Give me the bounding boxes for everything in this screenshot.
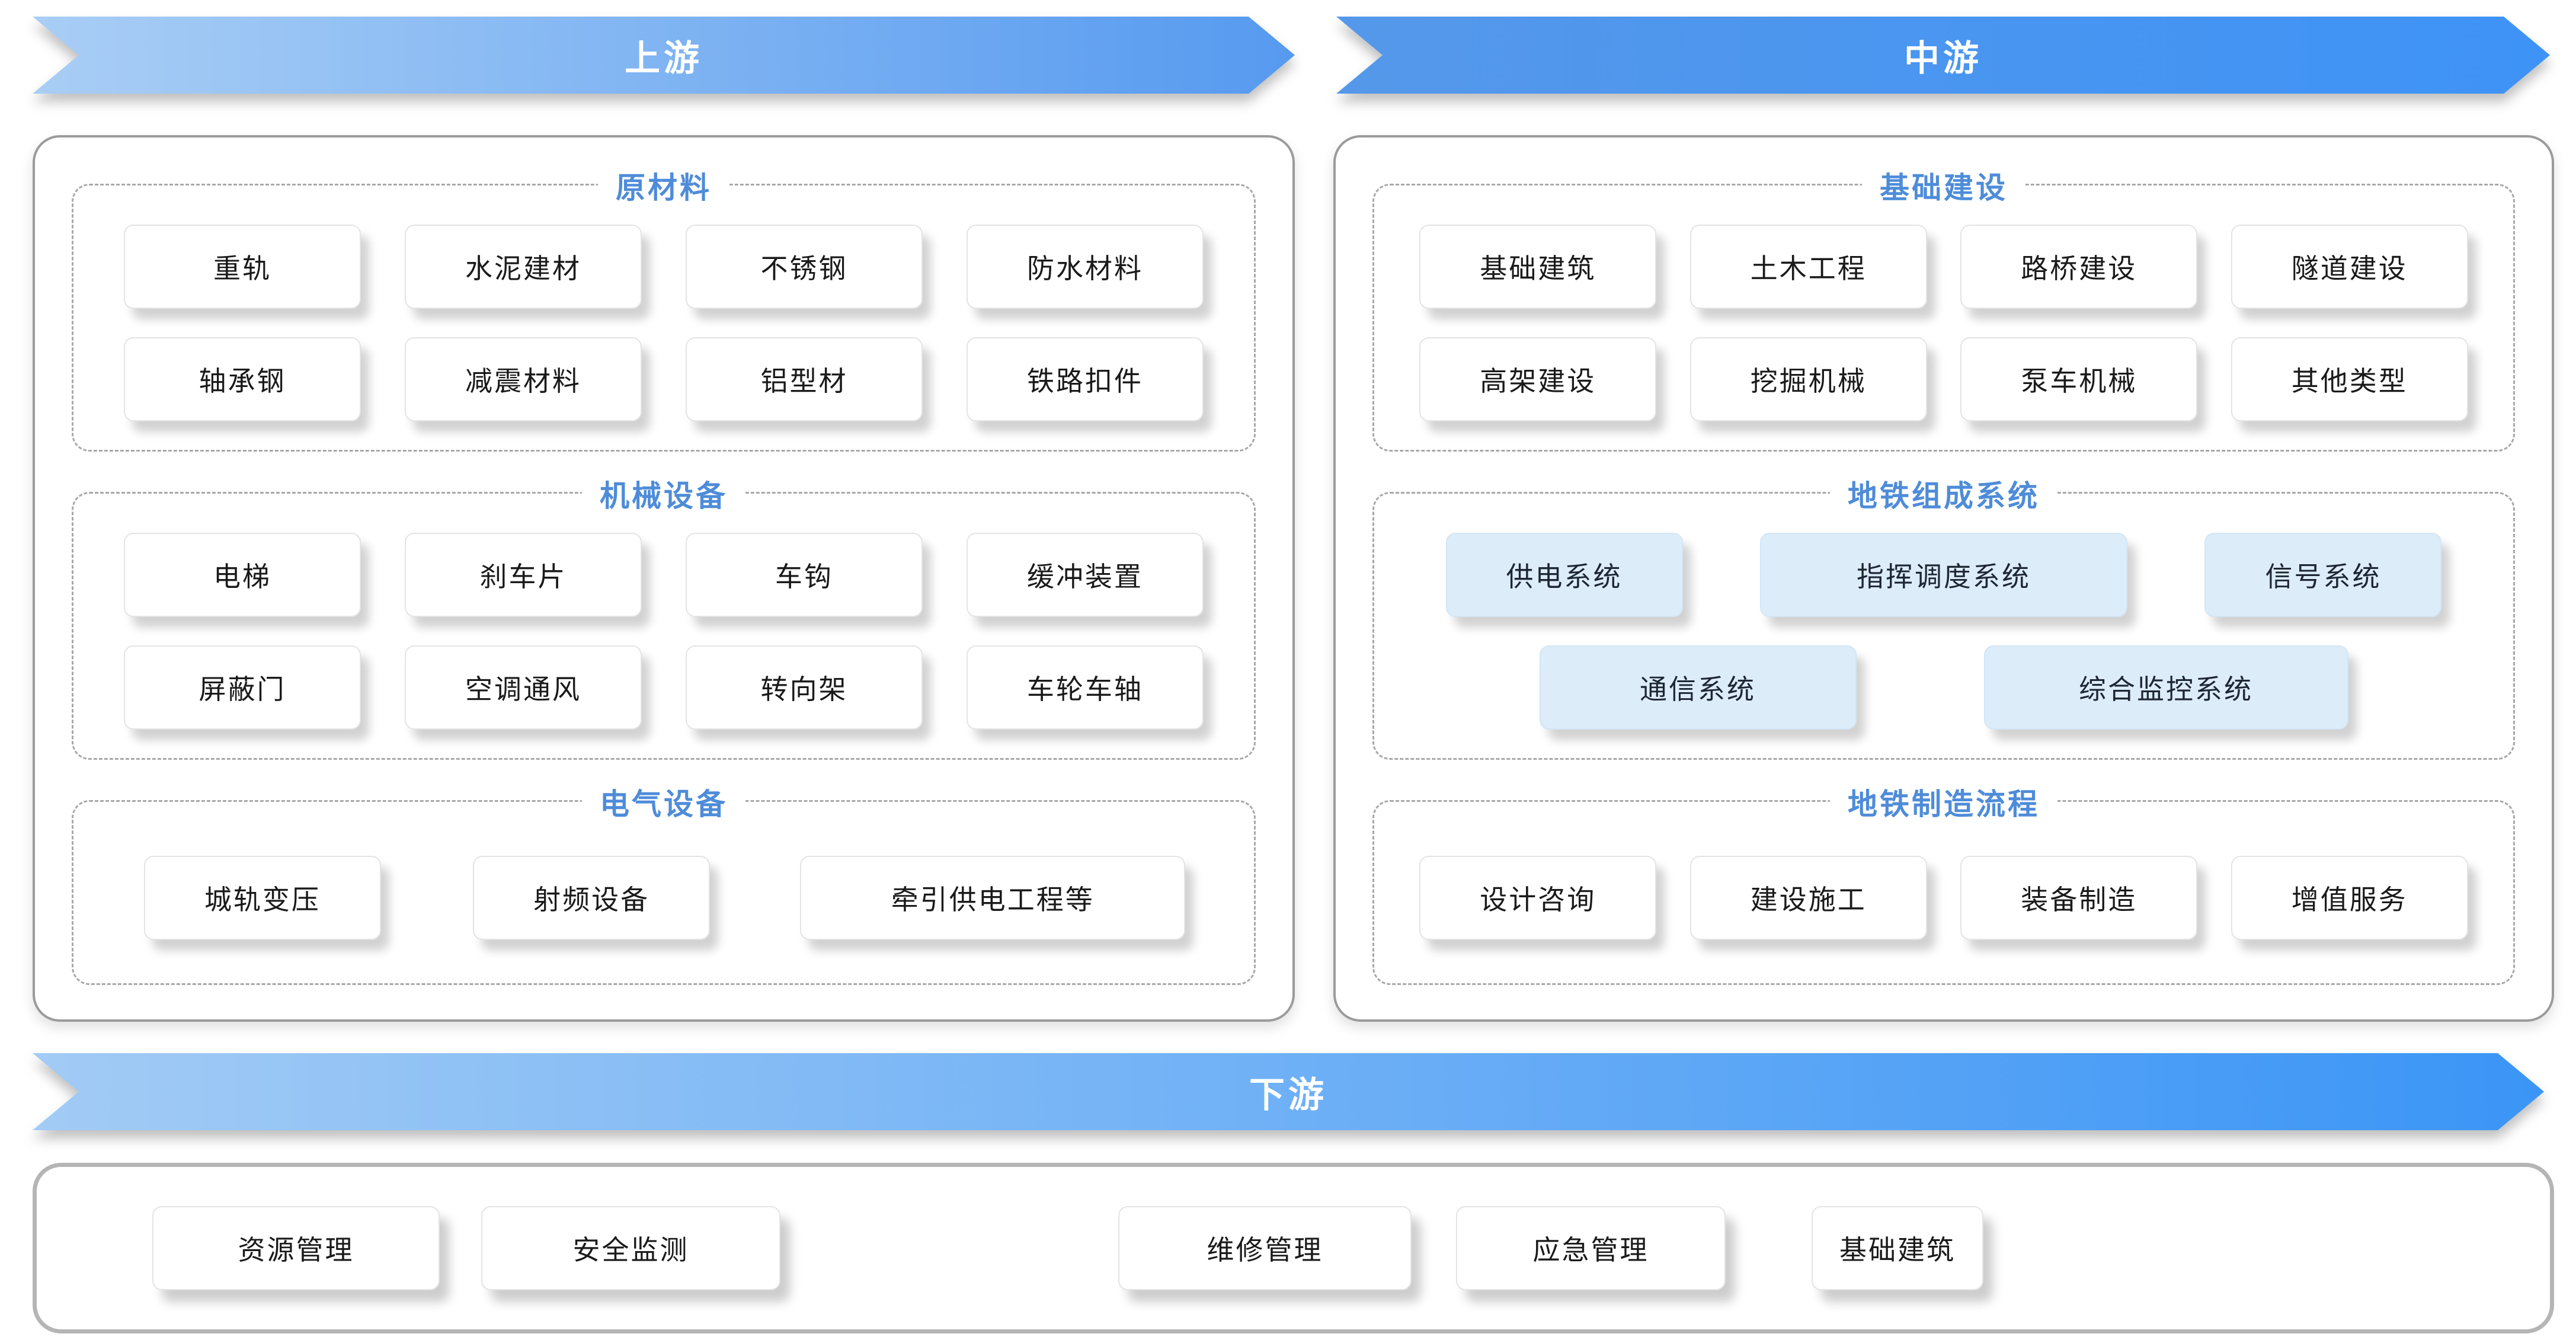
section-title-electrical-equipment: 电气设备 [582,781,745,823]
chip: 安全监测 [481,1206,780,1290]
downstream-banner-label: 下游 [1249,1074,1327,1116]
chip-row: 基础建筑 土木工程 路桥建设 隧道建设 [1403,225,2485,309]
midstream-arrow-ribbon: 中游 [1336,17,2550,94]
section-title-infrastructure: 基础建设 [1862,164,2025,207]
chip-row: 电梯 刹车片 车钩 缓冲装置 [102,533,1225,617]
chip-row: 供电系统 指挥调度系统 信号系统 [1403,533,2485,617]
section-electrical-equipment: 电气设备 城轨变压 射频设备 牵引供电工程等 [72,781,1256,985]
chip: 维修管理 [1118,1206,1412,1290]
chip-highlighted: 供电系统 [1445,533,1683,617]
chip: 应急管理 [1456,1206,1726,1290]
chip: 路桥建设 [1960,225,2198,309]
midstream-panel: 基础建设 基础建筑 土木工程 路桥建设 隧道建设 高架建设 挖掘机械 泵车机械 … [1333,135,2554,1022]
chip: 设计咨询 [1419,856,1657,940]
midstream-banner: 中游 [1336,17,2550,94]
chip: 增值服务 [2231,856,2468,940]
section-title-metro-systems: 地铁组成系统 [1830,472,2057,515]
chip: 牵引供电工程等 [800,856,1186,940]
section-title-mechanical-equipment: 机械设备 [582,472,745,515]
chip: 高架建设 [1419,337,1657,421]
section-raw-materials: 原材料 重轨 水泥建材 不锈钢 防水材料 轴承钢 减震材料 铝型材 铁路扣件 [72,164,1256,452]
section-title-raw-materials: 原材料 [598,164,729,207]
downstream-arrow-ribbon: 下游 [33,1053,2544,1130]
chip: 其他类型 [2231,337,2468,421]
section-mechanical-equipment: 机械设备 电梯 刹车片 车钩 缓冲装置 屏蔽门 空调通风 转向架 车轮车轴 [72,472,1256,760]
chip-highlighted: 信号系统 [2204,533,2442,617]
chip: 挖掘机械 [1689,337,1927,421]
chip: 城轨变压 [143,856,381,940]
section-title-metro-manufacturing-process: 地铁制造流程 [1830,781,2057,823]
chip-row: 高架建设 挖掘机械 泵车机械 其他类型 [1403,337,2485,421]
chip-row: 设计咨询 建设施工 装备制造 增值服务 [1403,856,2485,940]
chip-row: 通信系统 综合监控系统 [1403,645,2485,730]
chip: 车钩 [686,533,923,617]
downstream-banner: 下游 [33,1053,2544,1130]
chip: 刹车片 [405,533,642,617]
chip-row: 城轨变压 射频设备 牵引供电工程等 [102,856,1225,940]
chip-row: 轴承钢 减震材料 铝型材 铁路扣件 [102,337,1225,421]
chip: 轴承钢 [124,337,361,421]
upstream-arrow-ribbon: 上游 [33,17,1295,94]
chip: 水泥建材 [405,225,642,309]
section-metro-manufacturing-process: 地铁制造流程 设计咨询 建设施工 装备制造 增值服务 [1372,781,2515,985]
chip: 不锈钢 [686,225,923,309]
chip: 泵车机械 [1960,337,2198,421]
chip: 铝型材 [686,337,923,421]
chip-row: 屏蔽门 空调通风 转向架 车轮车轴 [102,645,1225,730]
upstream-panel: 原材料 重轨 水泥建材 不锈钢 防水材料 轴承钢 减震材料 铝型材 铁路扣件 机… [33,135,1295,1022]
chip: 电梯 [124,533,361,617]
chip: 隧道建设 [2231,225,2468,309]
chip: 防水材料 [967,225,1204,309]
downstream-panel: 资源管理 安全监测 维修管理 应急管理 基础建筑 [33,1163,2554,1333]
chip: 车轮车轴 [967,645,1204,730]
upstream-banner: 上游 [33,17,1295,94]
chip: 土木工程 [1689,225,1927,309]
chip: 缓冲装置 [967,533,1204,617]
chip-highlighted: 指挥调度系统 [1759,533,2127,617]
chip: 减震材料 [405,337,642,421]
chip-highlighted: 通信系统 [1539,645,1857,730]
chip: 屏蔽门 [124,645,361,730]
midstream-banner-label: 中游 [1904,37,1982,79]
chip: 空调通风 [405,645,642,730]
chip: 重轨 [124,225,361,309]
chip: 铁路扣件 [967,337,1204,421]
chip-row: 重轨 水泥建材 不锈钢 防水材料 [102,225,1225,309]
chip: 转向架 [686,645,923,730]
section-infrastructure: 基础建设 基础建筑 土木工程 路桥建设 隧道建设 高架建设 挖掘机械 泵车机械 … [1372,164,2515,452]
section-metro-systems: 地铁组成系统 供电系统 指挥调度系统 信号系统 通信系统 综合监控系统 [1372,472,2515,760]
chip: 建设施工 [1689,856,1927,940]
chip: 射频设备 [473,856,711,940]
chip: 装备制造 [1960,856,2198,940]
chip-highlighted: 综合监控系统 [1983,645,2348,730]
chip: 基础建筑 [1419,225,1657,309]
chip: 资源管理 [152,1206,440,1290]
upstream-banner-label: 上游 [625,37,703,79]
chip: 基础建筑 [1812,1206,1983,1290]
